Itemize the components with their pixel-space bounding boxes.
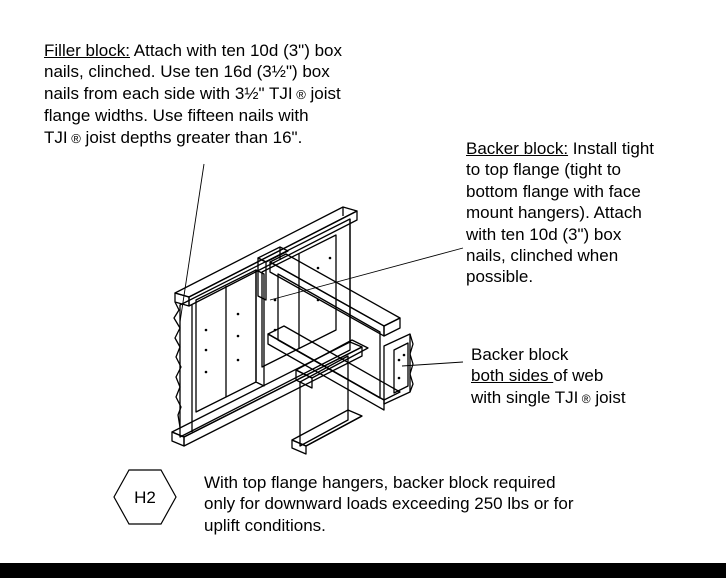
backer-line: mount hangers). Attach <box>466 203 642 223</box>
backer-block-note: Backer block: Install tight to top flang… <box>466 138 654 288</box>
bottom-bar <box>0 563 726 578</box>
backer-both-line-1: Backer block <box>471 345 569 364</box>
backer-line: bottom flange with face <box>466 181 641 201</box>
filler-block-note: Filler block: Attach with ten 10d (3") b… <box>44 40 342 149</box>
backer-block-end <box>383 333 414 405</box>
backer-block-title: Backer block: <box>466 139 569 158</box>
header-joist <box>171 206 363 447</box>
filler-line-5: TJI ® joist depths greater than 16". <box>44 127 303 147</box>
filler-block <box>195 269 265 413</box>
filler-leader <box>179 163 205 323</box>
backer-line: to top flange (tight to <box>466 160 621 180</box>
backer-end-leader <box>401 361 464 367</box>
filler-line-2: nails, clinched. Use ten 16d (3½") box <box>44 62 330 82</box>
framing-joist <box>267 253 401 455</box>
nail-dots <box>204 256 406 380</box>
backer-line: with ten 10d (3") box <box>466 224 622 244</box>
note-line: With top flange hangers, backer block re… <box>204 473 556 492</box>
h2-label: H2 <box>134 488 156 507</box>
note-line: uplift conditions. <box>204 515 326 535</box>
filler-line-3: nails from each side with 3½" TJI ® jois… <box>44 83 341 103</box>
filler-line-4: flange widths. Use fifteen nails with <box>44 106 309 126</box>
filler-block-title: Filler block: <box>44 41 130 60</box>
backer-block-header <box>261 234 337 368</box>
backer-line: nails, clinched when <box>466 246 619 266</box>
backer-line-1: Backer block: Install tight <box>466 139 655 158</box>
backer-both-line-2: both sides of web <box>471 366 604 386</box>
backer-line: possible. <box>466 267 534 287</box>
note-line: only for downward loads exceeding 250 lb… <box>204 494 574 514</box>
hanger <box>257 246 289 301</box>
backer-leader <box>269 247 464 301</box>
leader-lines <box>179 163 464 367</box>
backer-both-line-3: with single TJI ® joist <box>471 387 626 407</box>
h2-hexagon-icon: H2 <box>113 469 177 525</box>
backer-both-sides-note: Backer block both sides of web with sing… <box>471 344 626 410</box>
h2-note: With top flange hangers, backer block re… <box>204 472 574 536</box>
filler-line-1: Filler block: Attach with ten 10d (3") b… <box>44 41 343 60</box>
